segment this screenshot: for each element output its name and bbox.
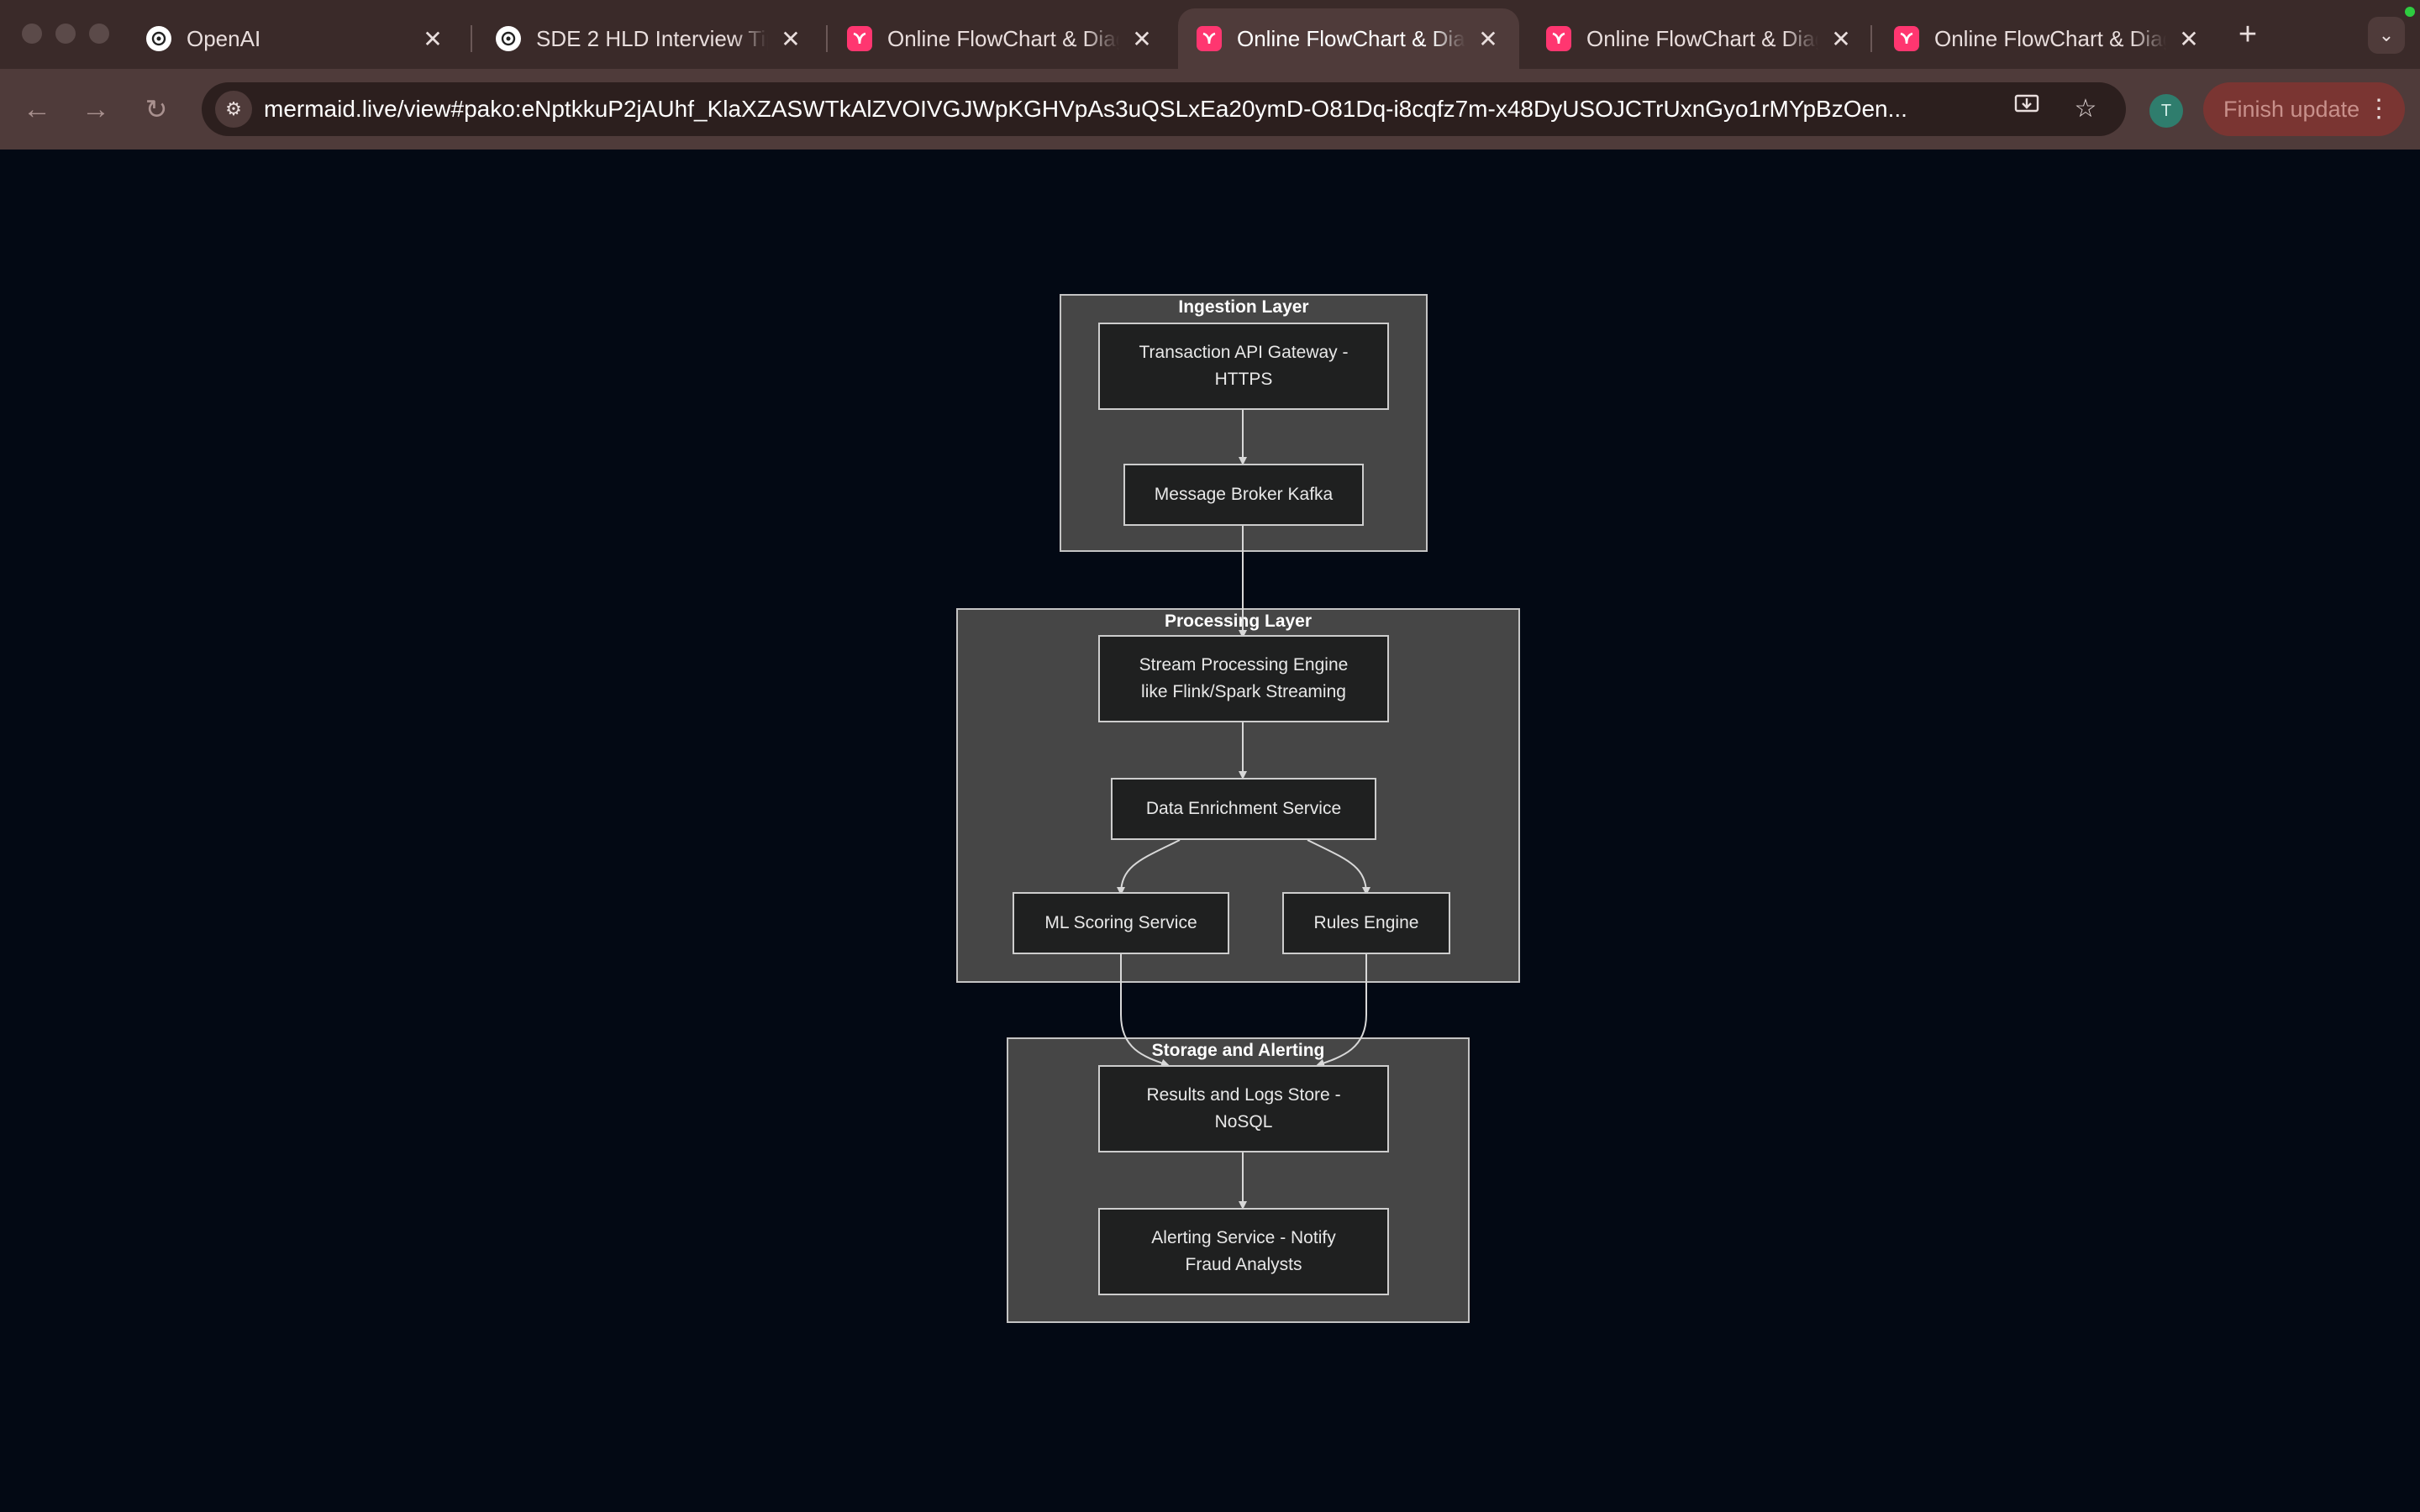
site-info-icon[interactable]: ⚙	[215, 91, 252, 128]
new-tab-button[interactable]: +	[2238, 17, 2258, 52]
tab-mermaid-active[interactable]: Online FlowChart & Diagram Editor ✕	[1178, 8, 1519, 69]
tab-divider	[1870, 25, 1872, 52]
status-dot	[2405, 7, 2415, 17]
tab-sde2-hld[interactable]: SDE 2 HLD Interview Tips ✕	[477, 8, 822, 69]
forward-button[interactable]: →	[82, 93, 110, 125]
reload-button[interactable]: ↻	[145, 94, 168, 124]
tab-title: Online FlowChart & Diagram Editor	[1237, 26, 1465, 51]
tab-divider	[471, 25, 472, 52]
close-icon[interactable]: ✕	[1478, 25, 1498, 52]
close-icon[interactable]: ✕	[423, 25, 443, 52]
tab-title: OpenAI	[187, 26, 261, 51]
tab-mermaid-1[interactable]: Online FlowChart & Diagram Editor ✕	[829, 8, 1173, 69]
node-stream-processing-engine[interactable]: Stream Processing Engine like Flink/Spar…	[1098, 635, 1389, 722]
profile-avatar[interactable]: T	[2149, 94, 2183, 128]
tab-search-button[interactable]: ⌄	[2368, 17, 2405, 54]
close-icon[interactable]: ✕	[781, 25, 801, 52]
window-close-button[interactable]	[22, 24, 42, 44]
node-alerting-service[interactable]: Alerting Service - Notify Fraud Analysts	[1098, 1208, 1389, 1295]
tab-title: Online FlowChart & Diagram Editor	[1586, 26, 1818, 51]
node-results-logs-store[interactable]: Results and Logs Store - NoSQL	[1098, 1065, 1389, 1152]
mermaid-diagram: Ingestion Layer Processing Layer Storage…	[0, 150, 2420, 1512]
url-text[interactable]: mermaid.live/view#pako:eNptkkuP2jAUhf_Kl…	[264, 96, 1907, 122]
edge-ml-to-store	[1120, 954, 1170, 1068]
finish-update-button[interactable]: Finish update ⋮	[2203, 82, 2405, 136]
browser-toolbar: ← → ↻ ⚙ mermaid.live/view#pako:eNptkkuP2…	[0, 69, 2420, 150]
node-transaction-api-gateway[interactable]: Transaction API Gateway - HTTPS	[1098, 323, 1389, 410]
openai-icon	[146, 26, 171, 51]
window-zoom-button[interactable]	[89, 24, 109, 44]
edge-enrichment-to-ml	[1117, 839, 1181, 895]
node-data-enrichment-service[interactable]: Data Enrichment Service	[1111, 778, 1376, 840]
tab-strip: OpenAI ✕ SDE 2 HLD Interview Tips ✕ Onli…	[0, 0, 2420, 69]
finish-update-label: Finish update	[2223, 97, 2360, 122]
address-bar[interactable]: ⚙ mermaid.live/view#pako:eNptkkuP2jAUhf_…	[202, 82, 2126, 136]
cluster-title: Processing Layer	[1164, 612, 1313, 631]
node-message-broker-kafka[interactable]: Message Broker Kafka	[1123, 464, 1364, 526]
openai-icon	[496, 26, 521, 51]
cluster-title: Storage and Alerting	[1151, 1041, 1325, 1060]
tab-title: Online FlowChart & Diagram Editor	[887, 26, 1119, 51]
tab-mermaid-3[interactable]: Online FlowChart & Diagram Editor ✕	[1528, 8, 1872, 69]
node-ml-scoring-service[interactable]: ML Scoring Service	[1013, 892, 1229, 954]
node-rules-engine[interactable]: Rules Engine	[1282, 892, 1450, 954]
tab-title: Online FlowChart & Diagram Editor	[1934, 26, 2166, 51]
mermaid-icon	[847, 26, 872, 51]
close-icon[interactable]: ✕	[1831, 25, 1851, 52]
window-minimize-button[interactable]	[55, 24, 76, 44]
tab-openai[interactable]: OpenAI ✕	[128, 8, 464, 69]
tab-title: SDE 2 HLD Interview Tips	[536, 26, 768, 51]
mermaid-icon	[1546, 26, 1571, 51]
edge-rules-to-store	[1316, 954, 1367, 1068]
edge-layer	[1117, 410, 1370, 1210]
mermaid-icon	[1894, 26, 1919, 51]
edge-enrichment-to-rules	[1307, 839, 1370, 895]
tab-mermaid-4[interactable]: Online FlowChart & Diagram Editor ✕	[1876, 8, 2220, 69]
close-icon[interactable]: ✕	[1132, 25, 1152, 52]
bookmark-star-icon[interactable]: ☆	[2074, 95, 2097, 123]
close-icon[interactable]: ✕	[2179, 25, 2199, 52]
back-button[interactable]: ←	[23, 93, 51, 125]
tab-divider	[826, 25, 828, 52]
mermaid-icon	[1197, 26, 1222, 51]
install-app-icon[interactable]	[2008, 91, 2045, 128]
cluster-title: Ingestion Layer	[1178, 297, 1309, 317]
more-menu-icon[interactable]: ⋮	[2366, 95, 2391, 123]
